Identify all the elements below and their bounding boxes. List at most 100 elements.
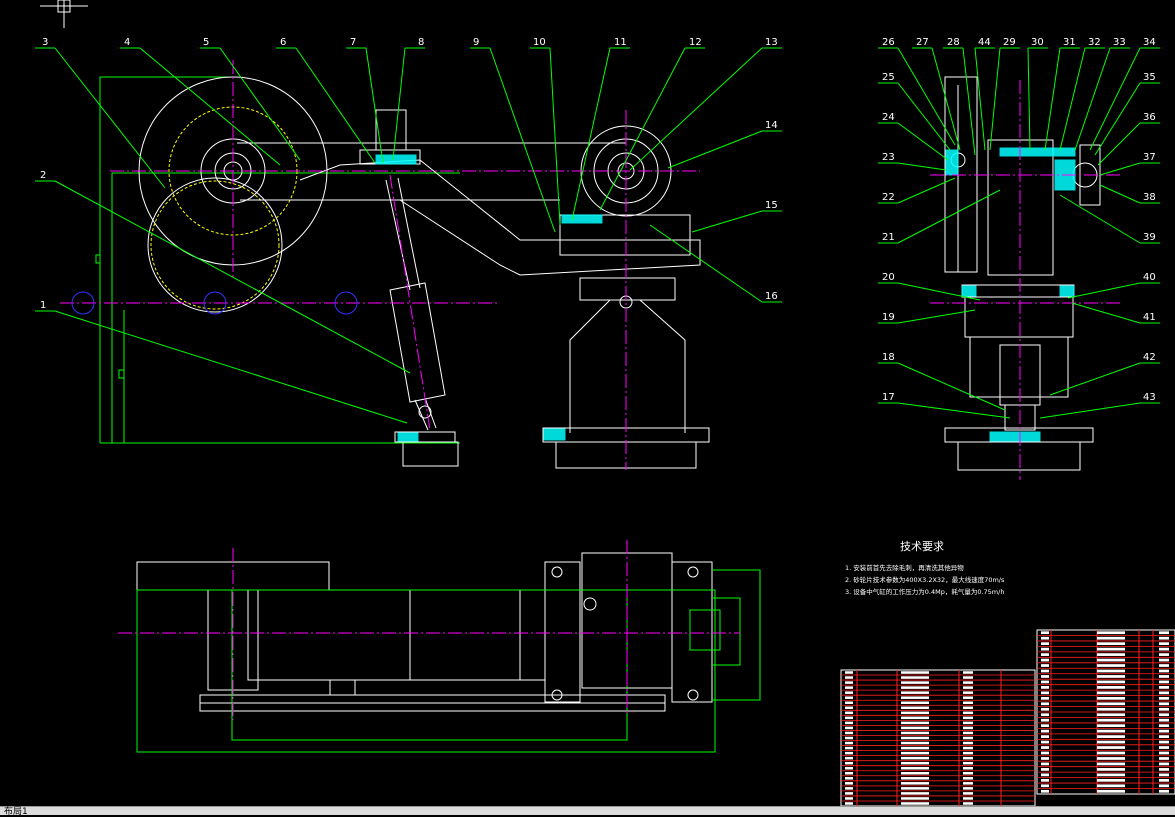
table-cell-mark: [1097, 713, 1125, 717]
table-cell-mark: [963, 701, 973, 704]
table-cell-mark: [1041, 696, 1049, 700]
balloon-right-26: 26: [882, 37, 895, 48]
balloon-right-17: 17: [882, 392, 895, 403]
table-cell-mark: [845, 691, 853, 694]
table-cell-mark: [845, 741, 853, 745]
table-cell-mark: [901, 802, 929, 805]
table-cell-mark: [1041, 778, 1049, 782]
balloon-left-9: 9: [473, 37, 479, 48]
table-cell-mark: [845, 711, 853, 715]
table-cell-mark: [901, 686, 929, 689]
balloon-left-6: 6: [280, 37, 286, 48]
table-cell-mark: [1041, 636, 1049, 640]
table-cell-mark: [963, 716, 973, 720]
balloon-right-28: 28: [947, 37, 960, 48]
balloon-right-20: 20: [882, 272, 895, 283]
table-cell-mark: [1159, 735, 1169, 738]
table-cell-mark: [901, 706, 929, 710]
balloon-right-39: 39: [1143, 232, 1156, 243]
table-cell-mark: [1097, 707, 1125, 711]
tech-requirement-item: 1. 安装前首先去除毛刺，再清洗其他异物: [845, 563, 964, 572]
balloon-right-38: 38: [1143, 192, 1156, 203]
table-cell-mark: [901, 696, 929, 699]
table-cell-mark: [1159, 696, 1169, 700]
table-cell-mark: [1041, 784, 1049, 788]
parts-list-table: [840, 669, 1036, 807]
table-cell-mark: [1097, 631, 1125, 635]
table-cell-mark: [963, 726, 973, 730]
table-cell-mark: [1097, 746, 1125, 749]
table-cell-mark: [1097, 675, 1125, 678]
table-cell-mark: [1041, 647, 1049, 651]
table-cell-mark: [845, 676, 853, 679]
table-cell-mark: [1041, 746, 1049, 749]
balloon-right-43: 43: [1143, 392, 1156, 403]
table-cell-mark: [1159, 664, 1169, 667]
table-cell-mark: [1097, 718, 1125, 722]
table-cell-mark: [1097, 778, 1125, 782]
table-cell-mark: [963, 761, 973, 765]
balloon-right-18: 18: [882, 352, 895, 363]
table-cell-mark: [901, 756, 929, 760]
table-cell-mark: [1159, 784, 1169, 788]
balloon-right-25: 25: [882, 72, 895, 83]
table-cell-mark: [963, 802, 973, 805]
table-cell-mark: [1159, 675, 1169, 678]
table-cell-mark: [963, 676, 973, 679]
balloon-right-44: 44: [978, 37, 991, 48]
table-cell-mark: [963, 766, 973, 770]
table-cell-mark: [1041, 691, 1049, 695]
table-cell-mark: [845, 756, 853, 760]
balloon-left-7: 7: [350, 37, 356, 48]
table-cell-mark: [963, 711, 973, 715]
table-cell-mark: [1097, 669, 1125, 673]
table-cell-mark: [1041, 724, 1049, 728]
table-cell-mark: [901, 782, 929, 785]
balloon-right-31: 31: [1063, 37, 1076, 48]
table-cell-mark: [1159, 724, 1169, 728]
table-cell-mark: [845, 766, 853, 770]
table-cell-mark: [901, 736, 929, 740]
table-cell-mark: [1159, 757, 1169, 760]
table-cell-mark: [963, 751, 973, 755]
table-cell-mark: [845, 681, 853, 684]
table-cell-mark: [1097, 642, 1125, 646]
table-cell-mark: [1097, 740, 1125, 744]
front-view: 3 4 5 6 7 8 9 10 11 12 13 14 15 16 2 1: [35, 37, 782, 470]
table-cell-mark: [1041, 729, 1049, 733]
table-cell-mark: [1159, 778, 1169, 782]
tab-layout[interactable]: 布局1: [4, 807, 28, 817]
table-cell-mark: [1097, 724, 1125, 728]
table-cell-mark: [1159, 642, 1169, 646]
table-cell-mark: [1159, 773, 1169, 777]
table-cell-mark: [963, 772, 973, 775]
table-cell-mark: [1097, 735, 1125, 738]
table-cell-mark: [845, 696, 853, 699]
balloon-right-40: 40: [1143, 272, 1156, 283]
table-cell-mark: [901, 761, 929, 765]
table-cell-mark: [845, 792, 853, 795]
balloon-right-37: 37: [1143, 152, 1156, 163]
table-cell-mark: [845, 731, 853, 735]
balloon-right-42: 42: [1143, 352, 1156, 363]
table-cell-mark: [845, 721, 853, 725]
table-cell-mark: [1159, 631, 1169, 635]
balloon-right-36: 36: [1143, 112, 1156, 123]
table-cell-mark: [845, 797, 853, 800]
table-cell-mark: [1159, 707, 1169, 711]
balloon-left-10: 10: [533, 37, 546, 48]
table-cell-mark: [901, 716, 929, 720]
table-cell-mark: [963, 686, 973, 689]
table-cell-mark: [901, 787, 929, 790]
table-cell-mark: [1097, 784, 1125, 788]
table-cell-mark: [1041, 675, 1049, 678]
crosshair-icon: [40, 0, 88, 28]
table-cell-mark: [963, 736, 973, 740]
tech-requirement-item: 3. 设备中气缸的工作压力为0.4Mp，耗气量为0.75m/h: [845, 587, 1004, 596]
table-cell-mark: [1097, 773, 1125, 777]
table-cell-mark: [845, 736, 853, 740]
table-cell-mark: [1097, 680, 1125, 684]
table-cell-mark: [1041, 642, 1049, 646]
table-cell-mark: [963, 782, 973, 785]
